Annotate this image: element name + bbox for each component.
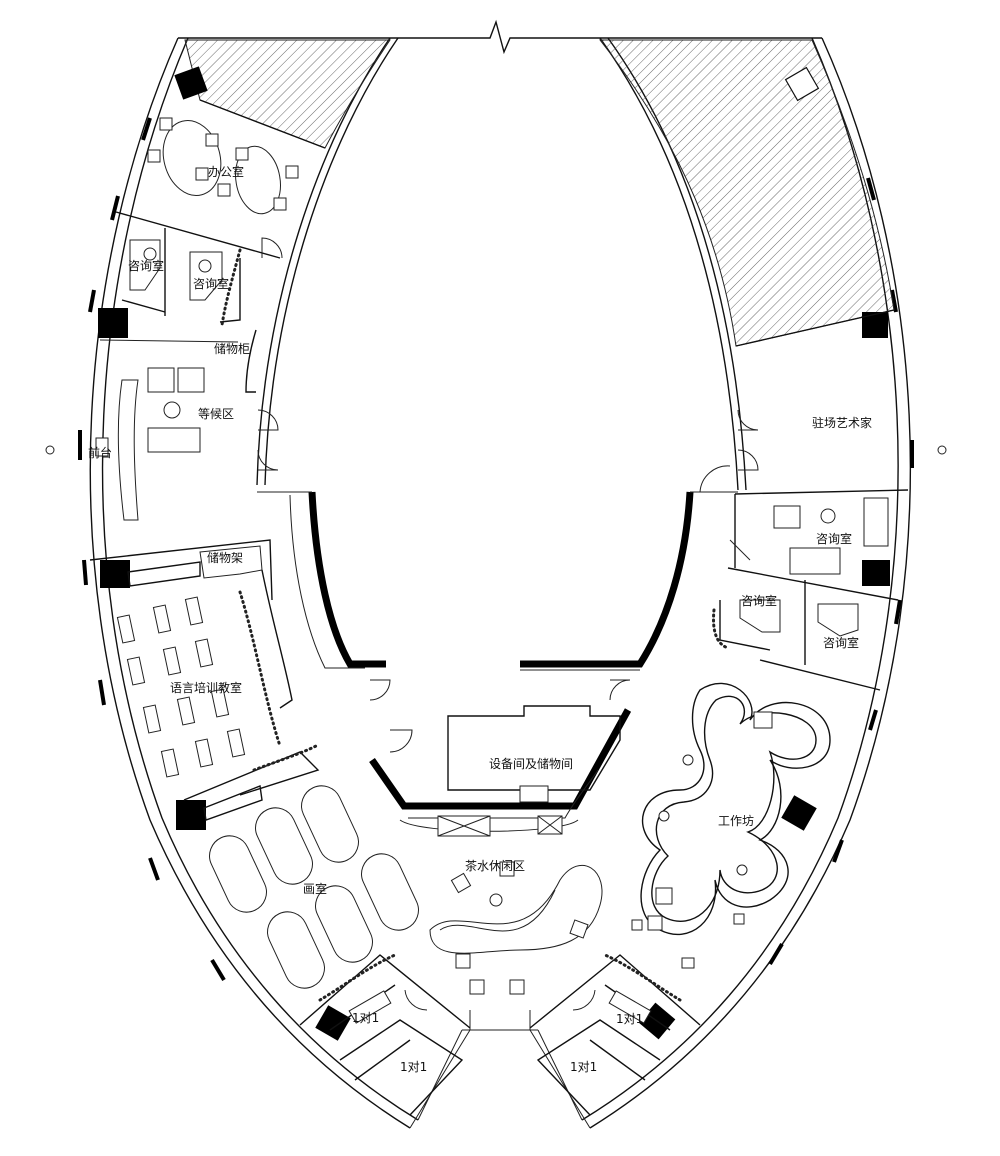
room-labels: 办公室 咨询室 咨询室 储物柜 等候区 前台 储物架 语言培训教室 画室 茶水休… [88,164,872,1074]
painting-room-furniture [209,744,419,989]
structural-columns [98,66,890,1041]
right-partitions [529,309,909,1116]
label-one-on-one-1: 1对1 [352,1011,379,1025]
consult-left-furniture [129,239,242,327]
label-one-on-one-2: 1对1 [400,1060,427,1074]
classroom-furniture [116,545,293,778]
label-consult-2: 咨询室 [193,276,229,291]
facade-windows [78,117,914,982]
label-consult-5: 咨询室 [823,635,859,650]
consult-right-furniture [712,497,889,650]
label-language-classroom: 语言培训教室 [170,680,242,695]
label-waiting: 等候区 [198,407,234,421]
workshop-furniture [631,682,831,969]
label-storage-rack: 储物架 [207,550,243,565]
axis-marker-left [45,445,55,455]
one-on-one-furniture [318,953,682,1024]
label-one-on-one-4: 1对1 [570,1060,597,1074]
hatched-void-left [184,39,391,149]
reception-furniture [95,367,205,521]
doors [257,237,759,1011]
axis-marker-right [937,445,947,455]
label-reception: 前台 [88,445,112,460]
label-artist-in-residence: 驻场艺术家 [812,415,872,430]
label-storage-cabinet: 储物柜 [214,341,250,356]
label-consult-4: 咨询室 [741,593,777,608]
tea-lounge-furniture [429,861,603,995]
label-one-on-one-3: 1对1 [616,1012,643,1026]
label-consult-1: 咨询室 [128,258,164,273]
left-partitions [89,99,471,1116]
label-equipment-storage: 设备间及储物间 [489,756,573,771]
label-workshop: 工作坊 [718,813,754,828]
equipment-block [369,705,632,837]
label-tea-lounge: 茶水休闲区 [465,858,525,873]
label-consult-3: 咨询室 [816,531,852,546]
central-atrium [256,37,747,671]
hatched-void-right [598,39,895,347]
office-furniture [147,117,299,215]
label-office: 办公室 [208,164,244,179]
label-painting-room: 画室 [303,881,327,896]
